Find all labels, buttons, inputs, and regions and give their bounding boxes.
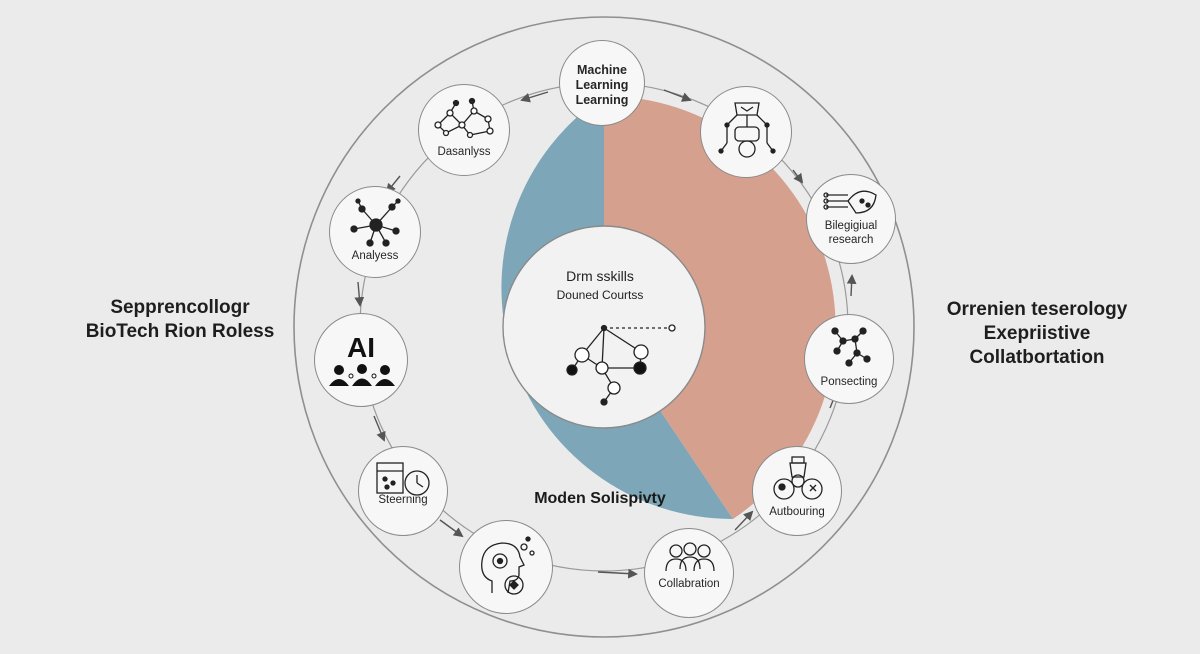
right-caption: Orrenien teserology Exepriistive Collatb… [922,298,1152,370]
node-label: Steerning [378,494,428,506]
node-cognition[interactable] [459,520,553,614]
left-caption-line: Sepprencollogr [110,297,250,318]
node-analysis[interactable]: Analyess [329,186,421,278]
node-label-line: Learning [575,93,629,107]
research-magnifier-icon [773,456,823,500]
molecule-chain-icon [831,327,871,367]
circuit-chip-icon [718,102,776,158]
node-label-line: Learning [575,78,629,92]
node-steerning[interactable]: Steerning [358,446,448,536]
node-label-line: Machine [576,63,627,77]
node-label: Analyess [351,250,399,262]
left-caption-line: BioTech Rion Roless [85,321,275,342]
node-label: Ponsecting [820,376,878,388]
node-label-line: research [828,234,874,246]
team-icon [665,542,715,572]
lab-timer-icon [376,462,430,496]
graph-network-icon [434,97,494,139]
molecule-network-icon [350,198,401,247]
left-caption: Sepprencollogr BioTech Rion Roless [50,296,310,344]
node-collaboration[interactable]: Collabration [644,528,734,618]
node-label-line: Bilegigiual [824,220,878,232]
node-ponsecting[interactable]: Ponsecting [804,314,894,404]
right-caption-line: Collatbortation [969,347,1105,368]
node-label: Dasanlyss [437,146,491,158]
outer-ring [293,16,915,638]
center-title: Drm sskills [566,268,634,284]
ai-label: AI [347,332,375,363]
node-label: Autbouring [769,506,825,518]
node-ai[interactable]: AI [314,313,408,407]
right-caption-line: Orrenien teserology [946,299,1128,320]
people-group-icon [329,364,395,386]
brain-head-icon [481,536,535,595]
node-machine-learning[interactable]: Machine Learning Learning [559,40,645,126]
node-label: Collabration [658,578,720,590]
network-icon [566,324,676,406]
node-authoring[interactable]: Autbouring [752,446,842,536]
node-data-analysis[interactable]: Dasanlyss [418,84,510,176]
right-caption-line: Exepriistive [983,323,1091,344]
node-biological-research[interactable]: Bilegigiual research [806,174,896,264]
circuit-leaf-icon [823,190,877,214]
node-circuit[interactable] [700,86,792,178]
center-subtitle: Douned Courtss [556,288,644,302]
segment-salmon [604,95,836,519]
segment-label: Moden Solispivty [534,490,666,507]
